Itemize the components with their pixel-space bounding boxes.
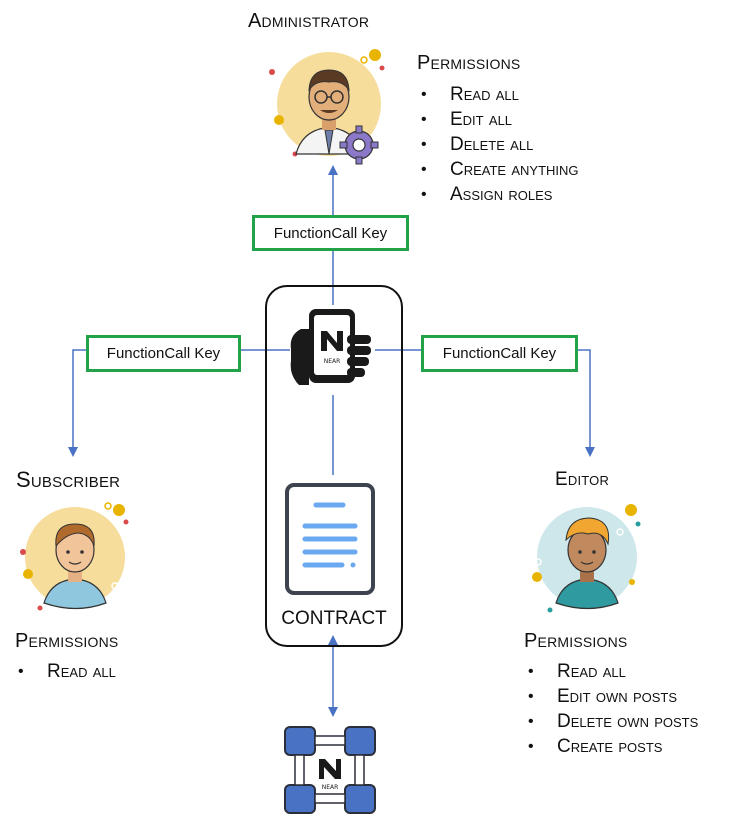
list-item: Read all	[524, 659, 698, 684]
administrator-permissions-title: Permissions	[417, 52, 521, 74]
list-item: Create posts	[524, 734, 698, 759]
contract-document-icon	[285, 483, 377, 595]
list-item: Edit own posts	[524, 684, 698, 709]
subscriber-permissions-title: Permissions	[15, 630, 119, 652]
near-wallet-phone-icon: NEAR	[287, 305, 377, 390]
subscriber-avatar-icon	[16, 500, 134, 616]
near-network-icon: NEAR	[283, 723, 379, 819]
administrator-title: Administrator	[248, 10, 370, 32]
list-item: Assign roles	[417, 182, 579, 207]
wallet-contract-panel	[265, 285, 403, 647]
subscriber-title: Subscriber	[16, 467, 121, 492]
contract-label: CONTRACT	[281, 608, 387, 629]
administrator-permissions-list: Read all Edit all Delete all Create anyt…	[417, 82, 579, 207]
list-item: Read all	[14, 659, 116, 684]
functioncall-key-top: FunctionCall Key	[252, 215, 409, 251]
subscriber-permissions-list: Read all	[14, 659, 116, 684]
svg-text:NEAR: NEAR	[322, 784, 339, 791]
editor-title: Editor	[555, 469, 610, 490]
list-item: Create anything	[417, 157, 579, 182]
list-item: Delete all	[417, 132, 579, 157]
list-item: Read all	[417, 82, 579, 107]
editor-permissions-list: Read all Edit own posts Delete own posts…	[524, 659, 698, 759]
list-item: Delete own posts	[524, 709, 698, 734]
editor-permissions-title: Permissions	[524, 630, 628, 652]
functioncall-key-left: FunctionCall Key	[86, 335, 241, 372]
functioncall-key-right: FunctionCall Key	[421, 335, 578, 372]
list-item: Edit all	[417, 107, 579, 132]
svg-text:NEAR: NEAR	[324, 358, 341, 365]
administrator-avatar-icon	[262, 42, 392, 167]
editor-avatar-icon	[528, 500, 646, 616]
